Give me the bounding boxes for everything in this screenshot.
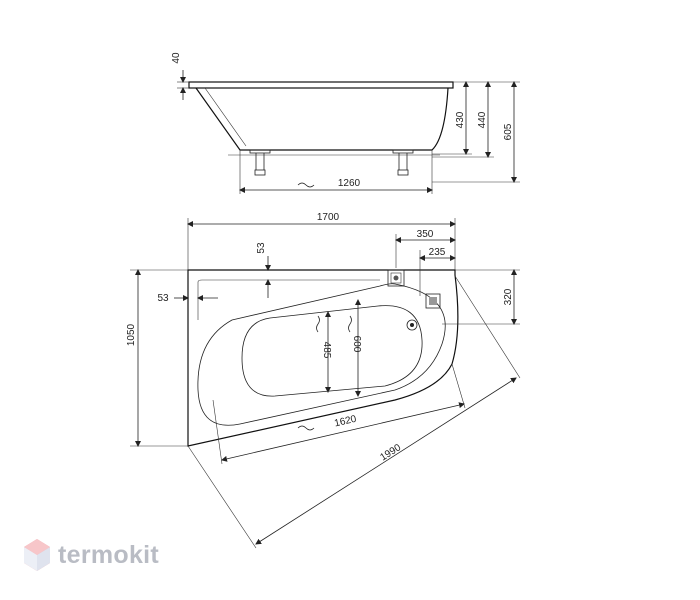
overflow-valve-icon: [387, 269, 405, 287]
dim-depth-430: 430: [455, 111, 466, 128]
brand-name: termokit: [58, 540, 160, 569]
dim-depth-440: 440: [477, 111, 488, 128]
dim-height-605: 605: [503, 123, 514, 140]
dim-inner-485: 485: [321, 342, 332, 359]
dim-offset-235: 235: [429, 247, 446, 258]
bathtub-side-body: [195, 87, 449, 151]
side-view: 40 430 440 605 1260: [171, 52, 520, 194]
brand-logo: termokit: [22, 535, 159, 575]
dim-width-1050: 1050: [126, 323, 137, 346]
dim-side-320: 320: [503, 288, 514, 305]
dim-rim-53-left: 53: [157, 293, 169, 304]
bathtub-outer-basin: [197, 283, 446, 426]
dim-rim-40: 40: [171, 52, 182, 64]
drain-icon: [406, 319, 418, 331]
dim-inner-1620: 1620: [333, 414, 358, 430]
dim-diagonal-1990: 1990: [378, 442, 403, 463]
top-view: 485 600 1700 350 235 53 53 1050: [126, 212, 521, 549]
dim-rim-53-top: 53: [256, 242, 267, 254]
tap-icon: [425, 293, 441, 309]
hexagon-logo-icon: [24, 539, 50, 571]
bathtub-rim: [188, 81, 454, 89]
dim-offset-350: 350: [417, 229, 434, 240]
bathtub-legs: [228, 149, 440, 176]
dim-length-1700: 1700: [317, 212, 340, 223]
dim-inner-600: 600: [351, 336, 362, 353]
dim-length-1260: 1260: [338, 178, 361, 189]
